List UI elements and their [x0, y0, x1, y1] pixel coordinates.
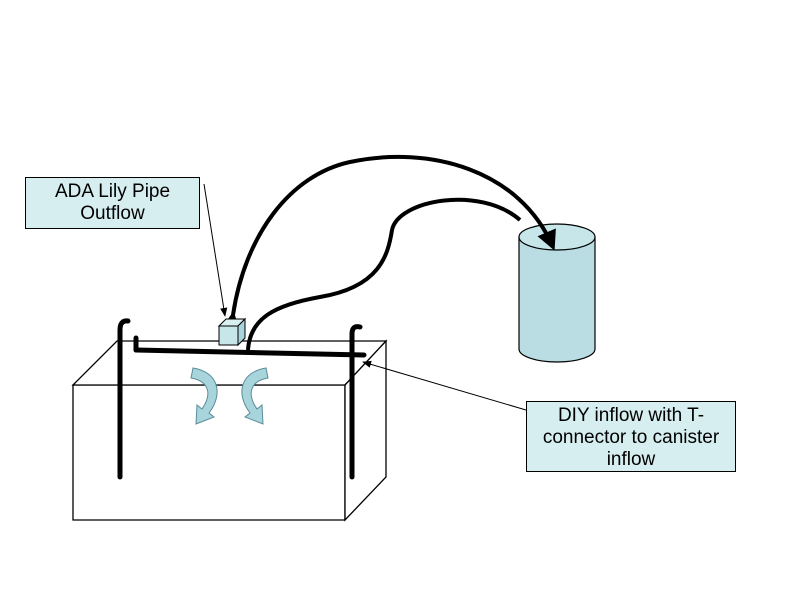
canister-body: [518, 236, 596, 363]
canister-filter: [518, 223, 596, 363]
canister-inflow-hose: [246, 197, 522, 351]
outflow-callout: ADA Lily Pipe Outflow: [25, 177, 200, 229]
flow-arrow-left: [190, 367, 218, 425]
inflow-callout: DIY inflow with T- connector to canister…: [526, 401, 736, 472]
lily-cube-side: [237, 317, 246, 347]
outflow-callout-pointer: [203, 183, 228, 317]
tank-side-face: [344, 339, 387, 522]
inflow-callout-line-2: connector to canister: [542, 427, 720, 448]
inflow-callout-line-3: inflow: [606, 449, 656, 470]
left-intake-pipe: [117, 318, 131, 480]
outflow-callout-line-1: ADA Lily Pipe: [54, 181, 171, 202]
canister-top: [518, 223, 596, 251]
outflow-callout-line-2: Outflow: [80, 203, 145, 224]
inflow-callout-line-1: DIY inflow with T-: [557, 405, 705, 426]
t-connector-crossbar: [133, 347, 367, 358]
lily-cube-front: [218, 325, 239, 346]
outflow-hose: [220, 154, 556, 333]
flow-arrow-right: [241, 367, 269, 425]
inflow-callout-pointer: [362, 360, 527, 411]
lily-pipe-outflow: [217, 317, 247, 347]
